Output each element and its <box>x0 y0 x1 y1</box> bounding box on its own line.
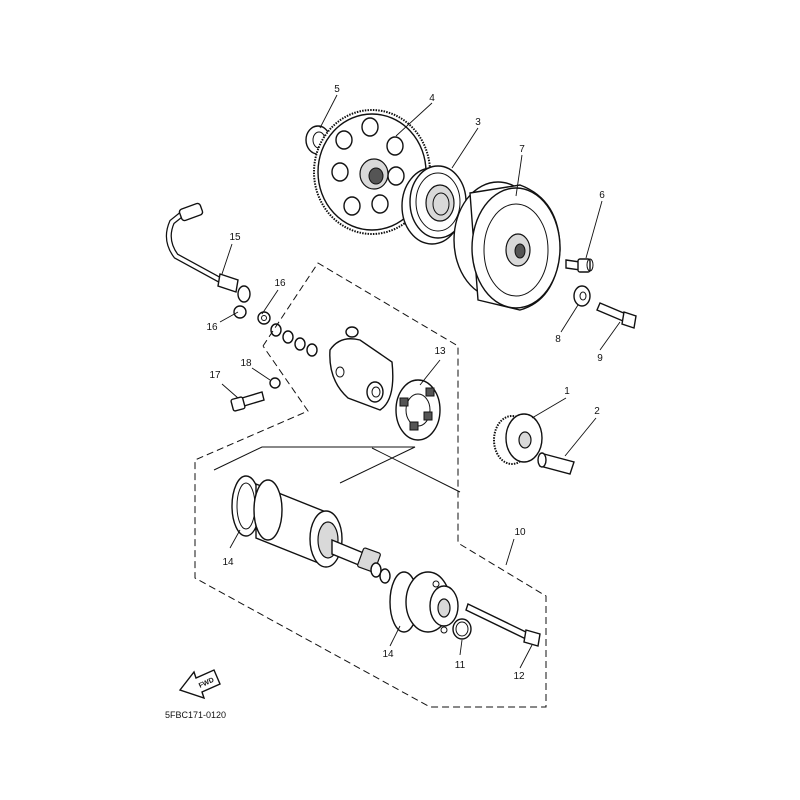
part-2-shaft <box>537 452 575 475</box>
callout-17: 17 <box>209 370 221 381</box>
part-12-bolt <box>465 603 541 647</box>
callout-1: 1 <box>564 386 570 397</box>
part-6-bolt <box>565 258 594 273</box>
part-7-rotor <box>453 181 561 311</box>
part-15-cable <box>165 202 251 303</box>
callout-18: 18 <box>240 358 252 369</box>
callout-13: 13 <box>434 346 446 357</box>
callout-5: 5 <box>334 84 340 95</box>
part-18-washer <box>269 377 281 389</box>
callout-16-top: 16 <box>274 278 286 289</box>
fwd-arrow-icon: FWD <box>178 669 221 700</box>
callouts: 5 4 3 7 6 8 9 1 2 10 11 12 13 14 14 15 1… <box>206 84 605 682</box>
callout-8: 8 <box>555 334 561 345</box>
callout-2: 2 <box>594 406 600 417</box>
part-13-brush-holder <box>395 379 441 441</box>
callout-14-cover: 14 <box>382 649 394 660</box>
callout-3: 3 <box>475 117 481 128</box>
part-11-oring <box>452 618 472 640</box>
starter-motor <box>231 475 391 584</box>
assembly-outline <box>194 262 547 708</box>
part-17-bolt <box>230 391 265 412</box>
callout-4: 4 <box>429 93 435 104</box>
inner-outline <box>213 446 416 484</box>
washer-stack <box>270 323 318 357</box>
callout-9: 9 <box>597 353 603 364</box>
part-16-nuts <box>233 305 271 325</box>
diagram-code: 5FBC171-0120 <box>165 710 226 720</box>
inner-outline-2 <box>371 447 461 493</box>
callout-7: 7 <box>519 144 525 155</box>
callout-16-left: 16 <box>206 322 218 333</box>
callout-6: 6 <box>599 190 605 201</box>
part-1-idle-gear <box>493 413 543 465</box>
callout-10: 10 <box>514 527 526 538</box>
callout-12: 12 <box>513 671 525 682</box>
part-4-gear <box>313 109 431 235</box>
part-3-clutch <box>401 165 467 245</box>
part-8-washer <box>573 285 591 307</box>
rear-cover <box>329 326 394 411</box>
callout-14-motor: 14 <box>222 557 234 568</box>
callout-15: 15 <box>229 232 241 243</box>
callout-11: 11 <box>455 660 466 671</box>
front-cover <box>389 571 459 634</box>
leader-lines <box>219 94 621 669</box>
part-9-bolt <box>596 302 637 329</box>
